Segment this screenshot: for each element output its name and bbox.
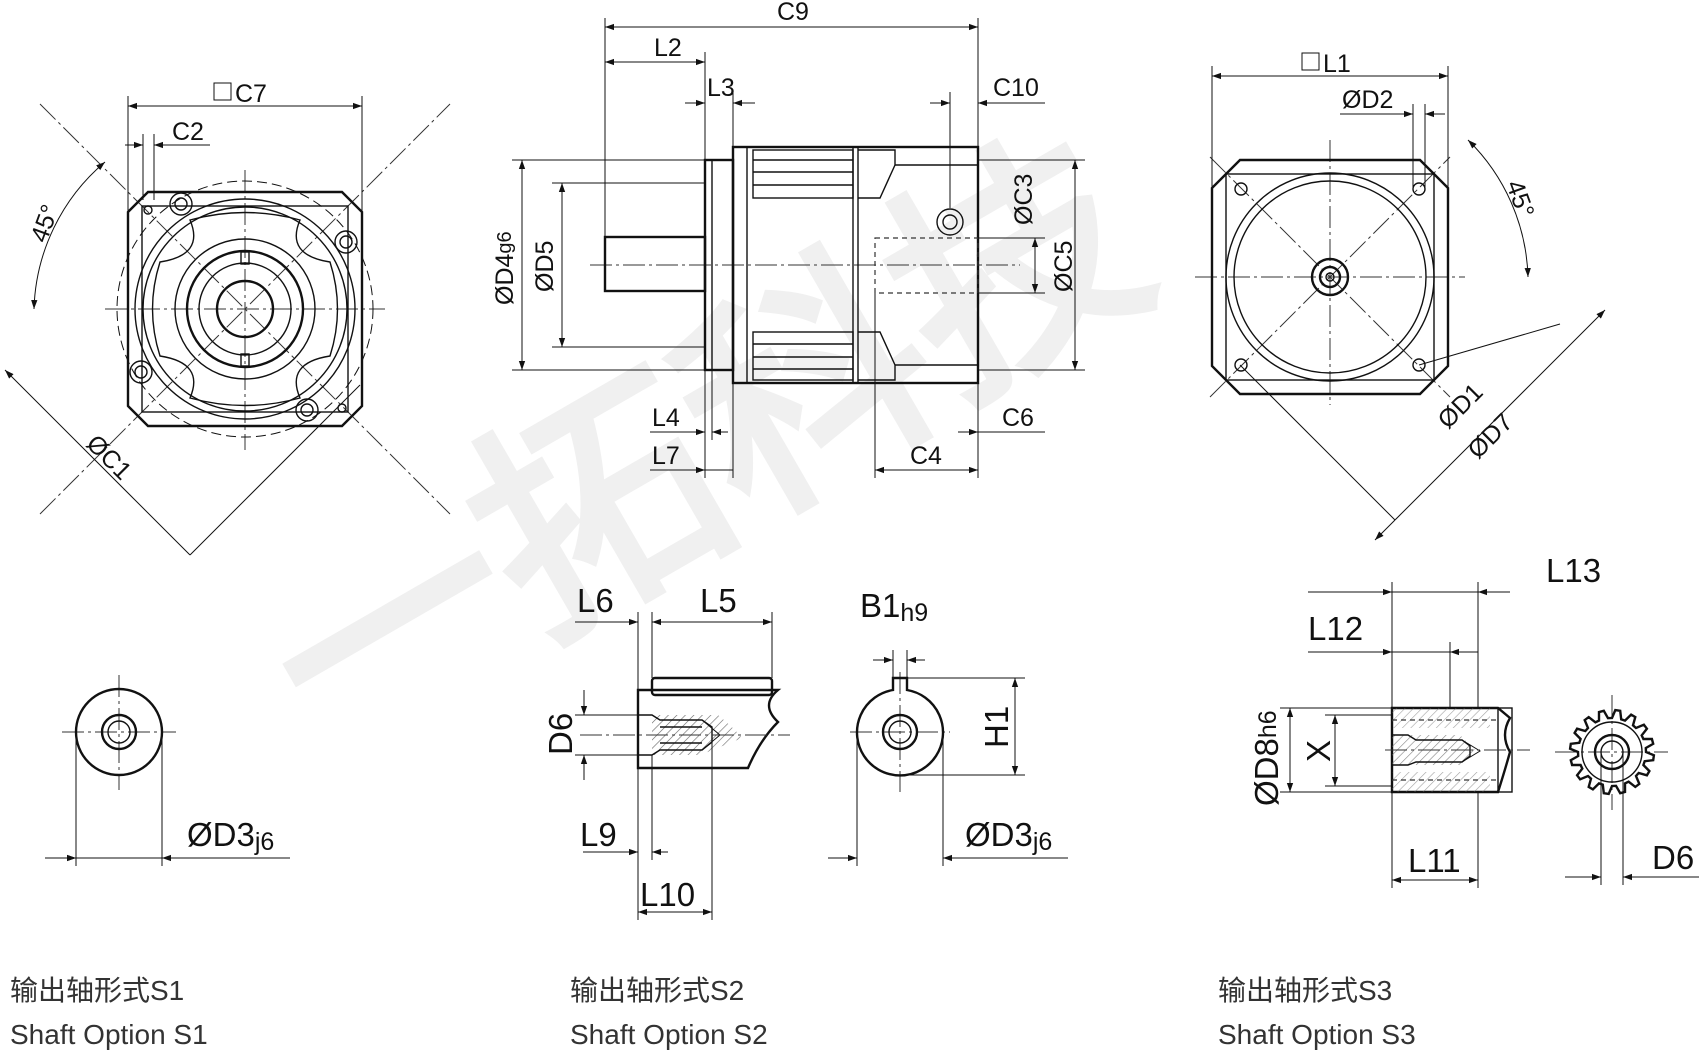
dim-c6: C6 xyxy=(1002,404,1034,432)
dim-c4: C4 xyxy=(910,442,942,470)
dim-l2: L2 xyxy=(654,34,682,62)
dim-d5: ØD5 xyxy=(531,241,559,292)
dim-l7: L7 xyxy=(652,442,680,470)
dim-l13: L13 xyxy=(1546,552,1601,589)
dim-c3: ØC3 xyxy=(1010,174,1038,225)
dim-d2: ØD2 xyxy=(1342,86,1393,114)
dim-c9: C9 xyxy=(777,0,809,26)
side-view: C9 L2 L3 C10 ØD4g6 ØD5 ØC3 ØC5 xyxy=(491,0,1085,478)
caption-en-s3: Shaft Option S3 xyxy=(1218,1019,1416,1050)
dim-c2: C2 xyxy=(172,118,204,146)
dim-d4: ØD4g6 xyxy=(491,231,519,305)
caption-cn-s2: 输出轴形式S2 xyxy=(570,975,744,1006)
dim-c7: C7 xyxy=(235,80,267,108)
dim-d3-s2: ØD3j6 xyxy=(965,816,1052,856)
caption-cn-s1: 输出轴形式S1 xyxy=(10,975,184,1006)
rear-view: L1 ØD2 45° ØD1 ØD7 xyxy=(1195,50,1606,541)
dim-l9: L9 xyxy=(580,816,617,853)
dim-b1: B1h9 xyxy=(860,587,928,627)
dim-c5: ØC5 xyxy=(1050,241,1078,292)
dim-c10: C10 xyxy=(993,74,1039,102)
dim-angle-45-rear: 45° xyxy=(1500,176,1539,221)
dim-d3-s1: ØD3j6 xyxy=(187,816,274,856)
dim-l10: L10 xyxy=(640,876,695,913)
dim-d6-s3: D6 xyxy=(1652,839,1694,876)
caption-en-s2: Shaft Option S2 xyxy=(570,1019,768,1050)
dim-l11: L11 xyxy=(1408,842,1461,879)
caption-cn-s3: 输出轴形式S3 xyxy=(1218,975,1392,1006)
dim-d6-s2: D6 xyxy=(542,713,579,755)
shaft-option-s3: L13 L12 ØD8h6 X L11 xyxy=(1218,552,1699,1050)
dim-l5: L5 xyxy=(700,582,737,619)
front-view: C7 C2 45° ØC1 xyxy=(4,80,451,556)
dim-l4: L4 xyxy=(652,404,680,432)
caption-en-s1: Shaft Option S1 xyxy=(10,1019,208,1050)
dim-l12: L12 xyxy=(1308,610,1363,647)
shaft-option-s2: L6 L5 D6 L9 L10 B1h9 H1 xyxy=(542,582,1068,1050)
dim-l1: L1 xyxy=(1323,50,1351,78)
dim-l3: L3 xyxy=(707,74,735,102)
gear-profile xyxy=(1568,708,1656,796)
dim-x: X xyxy=(1300,740,1337,762)
dim-h1: H1 xyxy=(978,706,1015,748)
dim-l6: L6 xyxy=(577,582,614,619)
dim-angle-45-front: 45° xyxy=(25,201,64,246)
dim-d8: ØD8h6 xyxy=(1248,710,1285,806)
shaft-option-s1: ØD3j6 输出轴形式S1 Shaft Option S1 xyxy=(10,675,290,1050)
dim-d7: ØD7 xyxy=(1462,408,1518,464)
dim-c1: ØC1 xyxy=(81,429,137,485)
